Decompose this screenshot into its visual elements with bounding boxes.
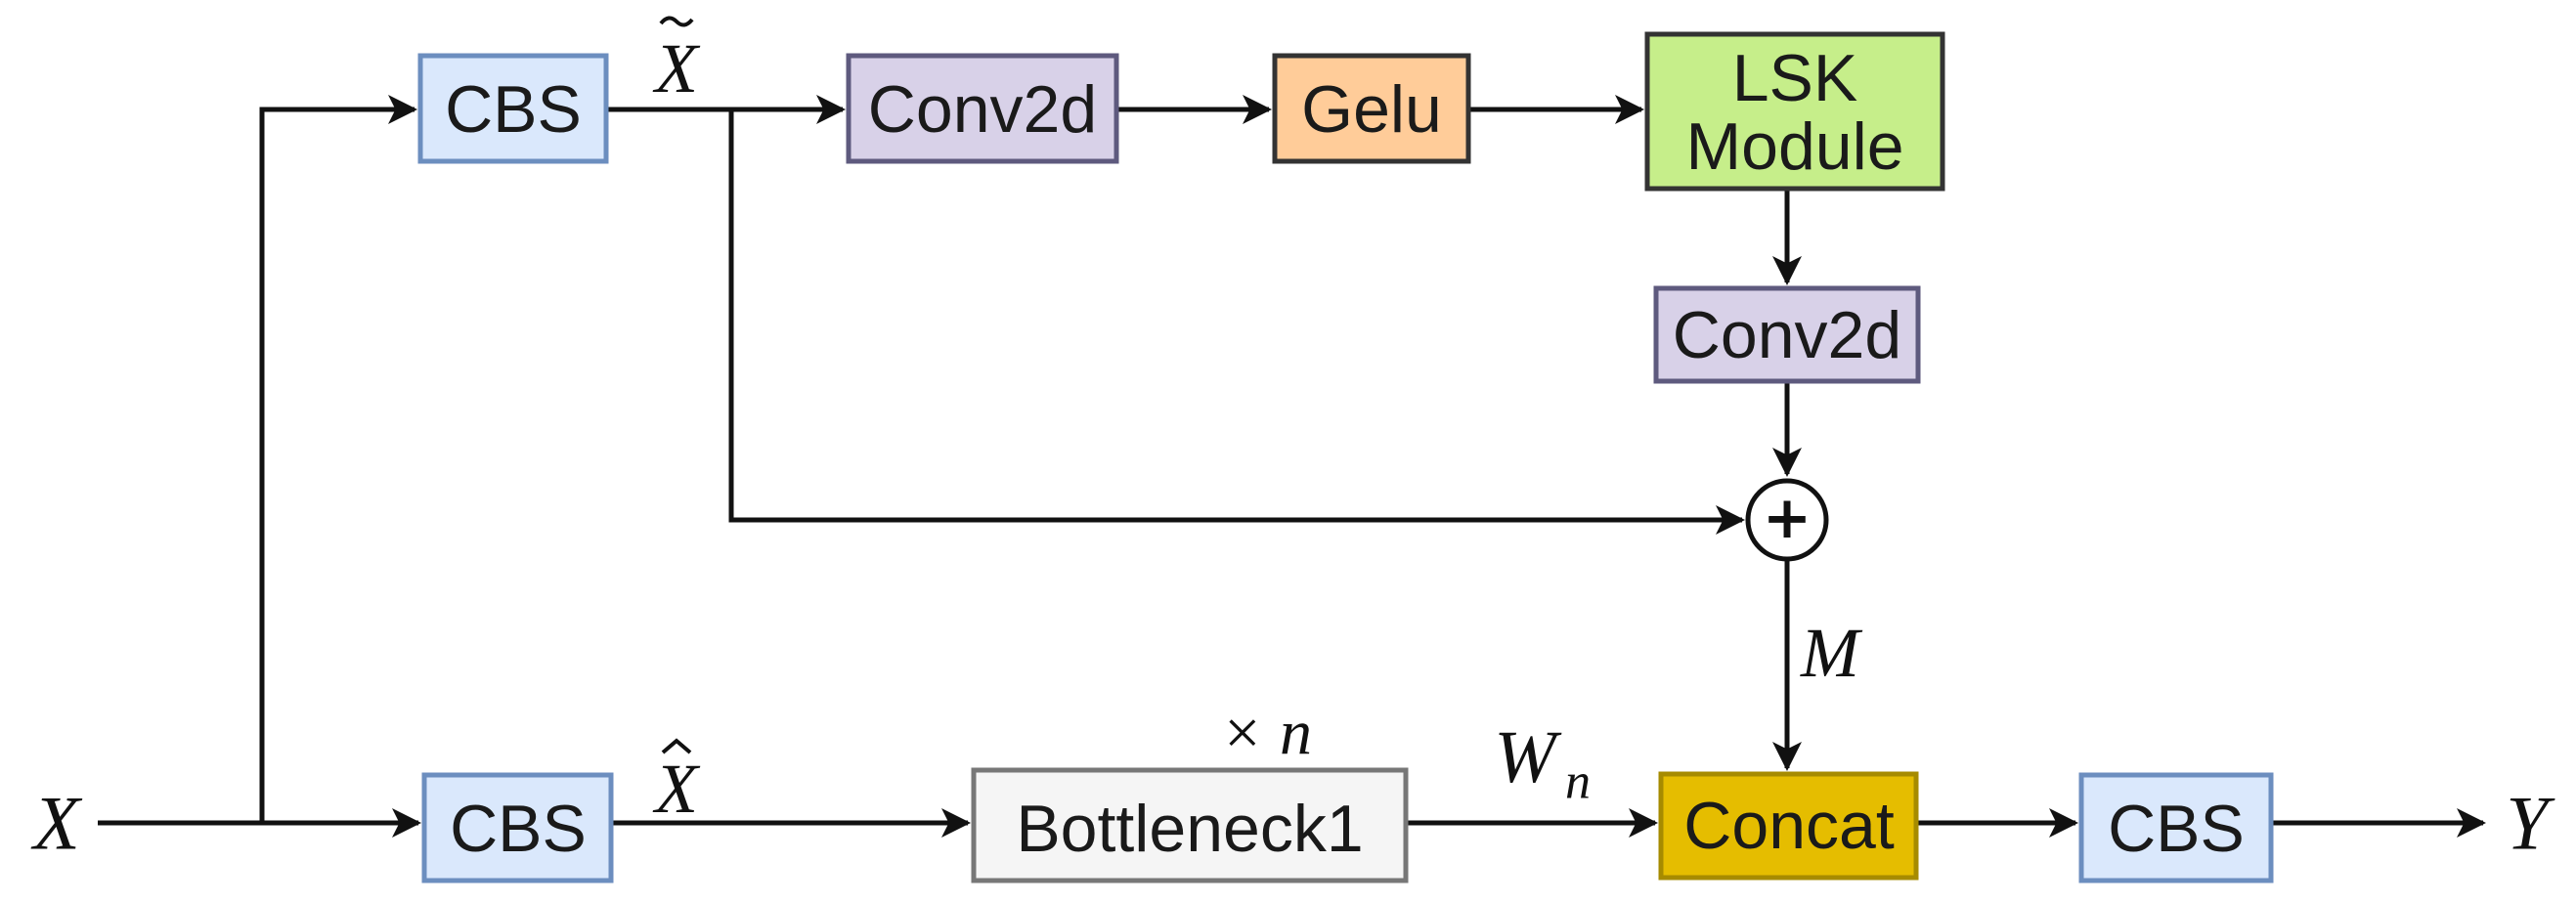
hat-mark <box>661 738 692 754</box>
bottleneck-label: Bottleneck1 <box>1016 792 1363 866</box>
x-tilde-letter: X <box>652 29 701 108</box>
concat-box <box>1658 771 1919 881</box>
conv2d-top-block: Conv2d <box>846 53 1119 164</box>
wire-split-to-cbs-top <box>259 95 417 823</box>
x-hat-letter: X <box>652 750 701 828</box>
cbs-out-block: CBS <box>2078 772 2274 883</box>
concat-block: Concat <box>1658 771 1919 881</box>
w-n-symbol: W n <box>1494 716 1591 810</box>
gelu-box <box>1272 53 1471 164</box>
x-hat-symbol: X <box>652 738 701 828</box>
wire-skip-to-plus <box>728 109 1745 535</box>
input-x: X <box>30 781 83 866</box>
cbs-bottom-block: CBS <box>421 772 614 883</box>
conv2d-top-label: Conv2d <box>868 72 1097 147</box>
plus-sign: + <box>1763 484 1812 552</box>
gelu-label: Gelu <box>1301 72 1442 147</box>
output-y: Y <box>2506 781 2555 866</box>
concat-label: Concat <box>1683 789 1895 863</box>
conv2d-right-box <box>1653 285 1921 384</box>
symbols: X X X × n W n M Y <box>30 16 2555 866</box>
cbs-top-block: CBS <box>417 53 609 164</box>
cbs-bottom-label: CBS <box>450 792 587 866</box>
conv2d-top-box <box>846 53 1119 164</box>
conv2d-right-label: Conv2d <box>1673 298 1901 372</box>
bottleneck-box <box>971 767 1409 883</box>
lsk-module-block: LSK Module <box>1644 31 1945 192</box>
w-subscript: n <box>1565 754 1591 810</box>
add-node: + <box>1745 478 1829 562</box>
conv2d-right-block: Conv2d <box>1653 285 1921 384</box>
lsk-module-label-line2: Module <box>1685 109 1903 184</box>
cbs-out-label: CBS <box>2108 792 2245 866</box>
connections <box>98 95 2486 838</box>
plus-circle <box>1745 478 1829 562</box>
lsk-module-box <box>1644 31 1945 192</box>
w-letter: W <box>1494 716 1562 798</box>
cbs-bottom-box <box>421 772 614 883</box>
tilde-mark <box>659 16 694 27</box>
m-label: M <box>1800 614 1863 692</box>
gelu-block: Gelu <box>1272 53 1471 164</box>
cbs-top-box <box>417 53 609 164</box>
lsk-module-label-line1: LSK <box>1732 41 1858 115</box>
cbs-top-label: CBS <box>445 72 582 147</box>
bottleneck-block: Bottleneck1 <box>971 767 1409 883</box>
x-tilde-symbol: X <box>652 16 701 108</box>
cbs-out-box <box>2078 772 2274 883</box>
repeat-label: × n <box>1220 698 1312 769</box>
